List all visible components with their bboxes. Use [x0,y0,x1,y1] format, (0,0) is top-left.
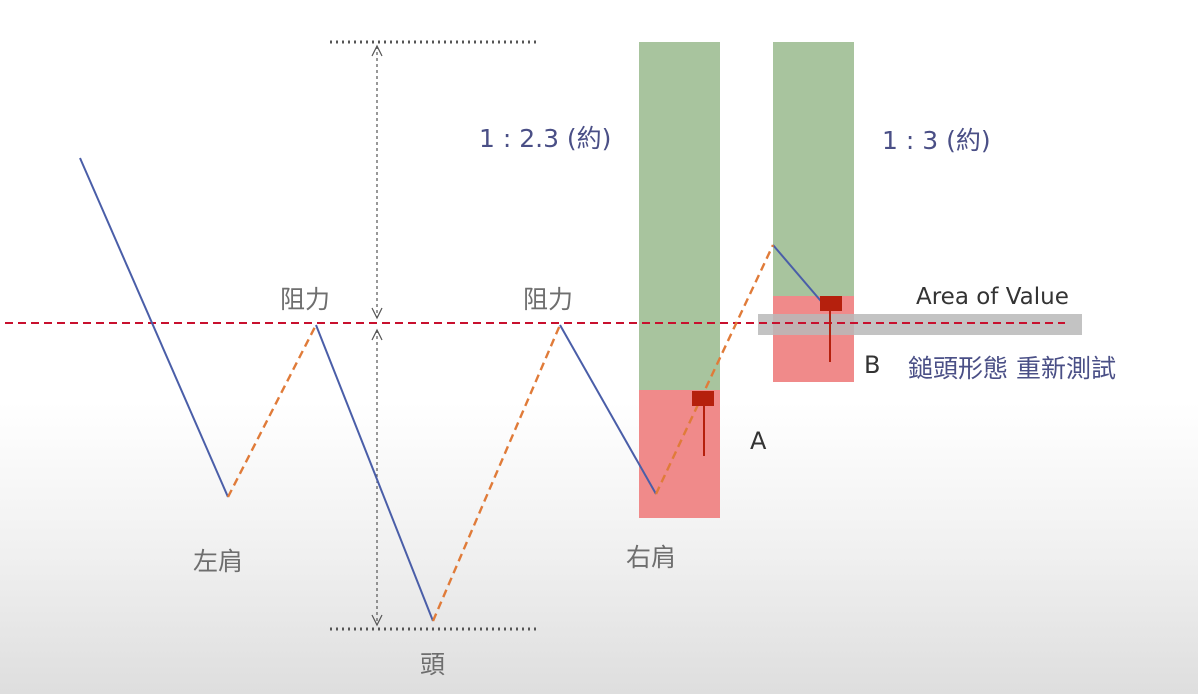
pullback-path [226,244,775,622]
value-area-band [758,314,1082,335]
ratio-b-label: 1 : 3 (約) [882,126,991,155]
area-of-value-label: Area of Value [916,284,1069,310]
hammer-candle-a [692,391,714,456]
measure-arrow-upper [371,44,383,320]
head-label: 頭 [420,650,446,679]
price-path [79,157,827,622]
retest-note-label: 鎚頭形態 重新測試 [908,354,1116,383]
point-a-label: A [750,427,767,455]
reward-zone-b [773,42,854,296]
resistance-right-label: 阻力 [523,285,574,314]
measure-arrow-lower [371,328,383,627]
reward-zone-a [639,42,720,390]
right-shoulder-label: 右肩 [626,543,677,572]
hammer-candle-b [820,296,842,362]
ratio-a-label: 1 : 2.3 (約) [479,124,612,153]
left-shoulder-label: 左肩 [193,547,244,576]
risk-zone-a [639,390,720,518]
resistance-left-label: 阻力 [280,285,331,314]
point-b-label: B [864,351,881,379]
